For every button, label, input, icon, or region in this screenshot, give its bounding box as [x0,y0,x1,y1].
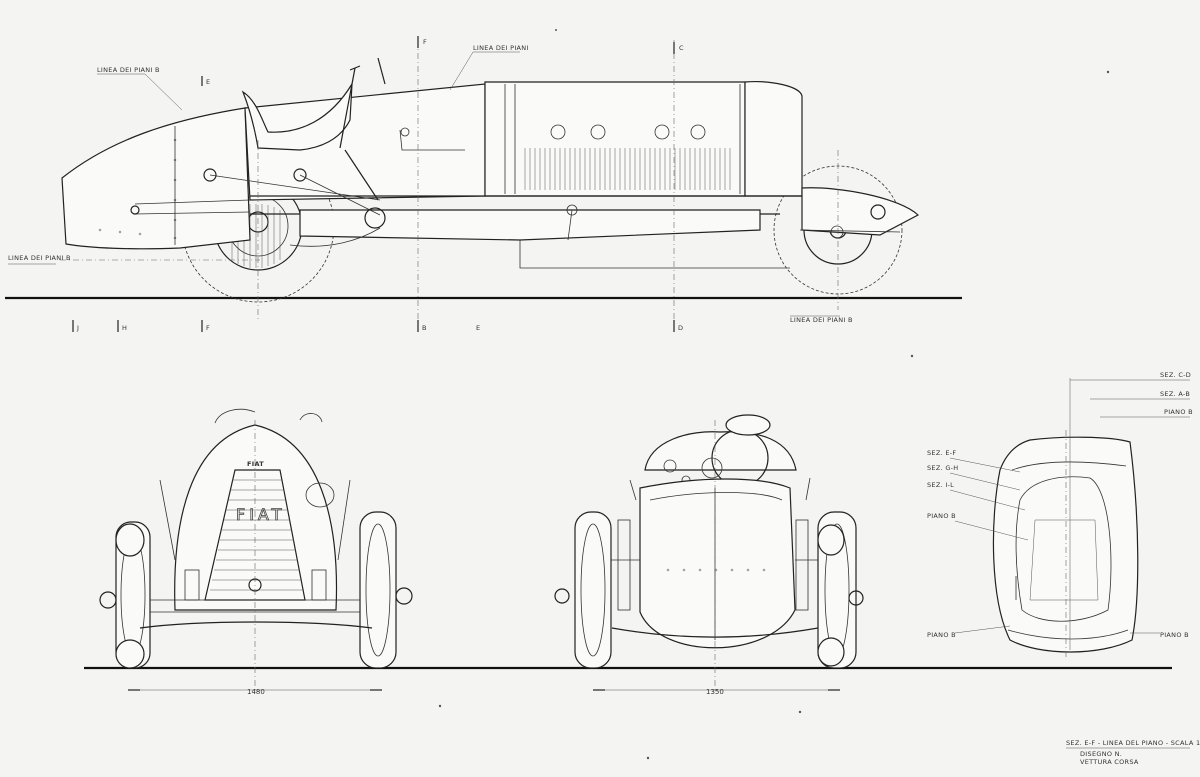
svg-text:LINEA DEI PIANI B: LINEA DEI PIANI B [97,66,160,74]
section-mark-bottom-3: F [201,320,210,332]
rear-suspension [203,168,578,247]
plan-section-view: SEZ. C-D SEZ. A-B PIANO B SEZ. E-F SEZ. … [927,371,1193,660]
rear-track-dimension: 1350 [593,688,840,696]
plan-label-1: SEZ. C-D [1070,371,1191,381]
section-mark-bottom-1: J [72,320,79,332]
callout-ground-line-left: LINEA DEI PIANI B [8,254,71,265]
svg-text:F: F [206,324,210,332]
svg-text:H: H [122,324,127,332]
plan-label-6: SEZ. I-L [927,481,1026,511]
plan-label-8: PIANO B [927,625,1011,639]
svg-text:LINEA DEI PIANI B: LINEA DEI PIANI B [8,254,71,262]
svg-text:DISEGNO N.: DISEGNO N. [1080,750,1122,758]
title-block: SEZ. E-F - LINEA DEL PIANO - SCALA 1:10 … [1066,739,1200,766]
plan-label-7: PIANO B [927,512,1029,541]
callout-top-line: LINEA DEI PIANI [449,44,529,91]
svg-text:E: E [476,324,480,332]
rear-view-fuel-tank [639,478,796,649]
steering-wheel [339,67,356,149]
svg-text:B: B [422,324,427,332]
plan-label-3: PIANO B [1100,408,1193,418]
section-mark-bottom-6: D [673,320,683,332]
section-lines [60,40,839,320]
svg-text:1480: 1480 [247,688,265,696]
side-elevation-view: F E C J H F B E D [5,36,962,332]
section-mark-bottom-2: H [117,320,127,332]
front-view: FIAT FIAT 1480 [84,408,1172,696]
front-view-badge: FIAT [247,460,264,468]
svg-text:SEZ. C-D: SEZ. C-D [1160,371,1191,379]
plan-label-4: SEZ. E-F [927,449,1021,473]
front-view-left-tyre [115,521,151,669]
tail-body [61,107,251,250]
section-mark-bottom-4: B [417,320,427,332]
svg-text:1350: 1350 [706,688,724,696]
svg-text:C: C [679,44,684,52]
svg-text:LINEA DEI PIANI B: LINEA DEI PIANI B [790,316,853,324]
svg-text:SEZ. E-F - LINEA DEL PIANO - S: SEZ. E-F - LINEA DEL PIANO - SCALA 1:10 [1066,739,1200,747]
bonnet [484,81,803,197]
svg-text:LINEA DEI PIANI: LINEA DEI PIANI [473,44,529,52]
section-mark-top-1: F [417,36,427,48]
plan-label-5: SEZ. G-H [927,464,1021,491]
plan-label-2: SEZ. A-B [1090,390,1190,400]
front-suspension [799,187,920,239]
rear-view-left-tyre [574,511,612,669]
section-mark-top-3: C [673,42,684,54]
plan-label-9: PIANO B [1130,631,1189,639]
svg-text:SEZ. I-L: SEZ. I-L [927,481,954,489]
svg-text:PIANO B: PIANO B [1164,408,1193,416]
svg-text:F: F [423,38,427,46]
svg-text:J: J [76,324,79,332]
svg-text:VETTURA CORSA: VETTURA CORSA [1080,758,1139,766]
svg-text:D: D [678,324,683,332]
svg-text:PIANO B: PIANO B [1160,631,1189,639]
svg-text:SEZ. E-F: SEZ. E-F [927,449,956,457]
front-view-right-tyre [359,511,397,669]
rear-view: 1350 [554,414,864,696]
callout-ground-line-right: LINEA DEI PIANI B [790,315,853,324]
svg-text:SEZ. A-B: SEZ. A-B [1160,390,1190,398]
svg-text:PIANO B: PIANO B [927,512,956,520]
front-track-dimension: 1480 [128,688,382,696]
section-mark-bottom-5: E [476,324,480,332]
svg-text:E: E [206,78,210,86]
registration-marks [438,29,1110,760]
chassis-frame [130,195,840,269]
front-view-axle [139,621,373,629]
plan-section-outline [992,436,1139,653]
section-mark-top-2: E [201,76,210,86]
callout-rear-line: LINEA DEI PIANI B [97,66,183,111]
front-view-grille-lettering: FIAT [236,505,285,524]
svg-text:SEZ. G-H: SEZ. G-H [927,464,959,472]
svg-text:PIANO B: PIANO B [927,631,956,639]
gear-lever [399,129,465,151]
